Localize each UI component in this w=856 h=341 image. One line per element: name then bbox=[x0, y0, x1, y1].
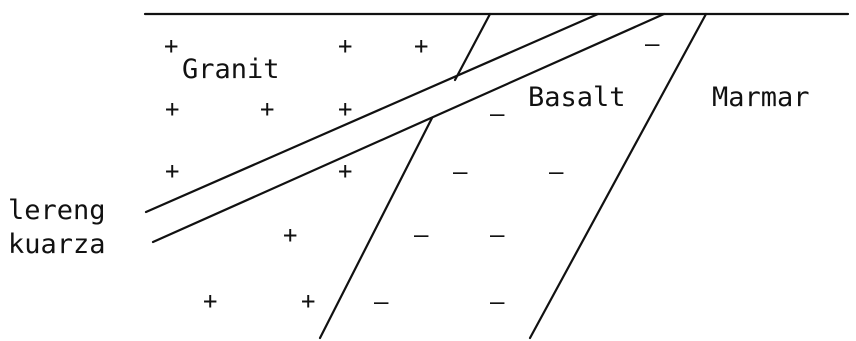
label-kuarza: kuarza bbox=[8, 229, 106, 260]
granit-plus-symbol: + bbox=[164, 32, 178, 60]
label-granit: Granit bbox=[182, 54, 280, 85]
granit-basalt-contact-upper bbox=[453, 12, 492, 82]
granit-basalt-contact-lower bbox=[318, 116, 434, 340]
basalt-dash-symbol: – bbox=[645, 30, 660, 58]
granit-plus-symbol: + bbox=[260, 95, 274, 123]
basalt-dash-symbol: – bbox=[490, 221, 505, 249]
granit-plus-symbol: + bbox=[338, 157, 352, 185]
basalt-dash-symbol: – bbox=[374, 288, 389, 316]
basalt-dash-symbol: – bbox=[453, 158, 468, 186]
granit-plus-symbol: + bbox=[338, 95, 352, 123]
label-lereng: lereng bbox=[8, 195, 106, 226]
granit-plus-symbol: + bbox=[301, 287, 315, 315]
granit-plus-symbol: + bbox=[203, 287, 217, 315]
label-basalt: Basalt bbox=[528, 82, 626, 113]
basalt-dash-symbol: – bbox=[490, 100, 505, 128]
label-marmar: Marmar bbox=[712, 82, 810, 113]
quartz-vein-upper-boundary bbox=[144, 12, 600, 214]
granit-plus-symbol: + bbox=[414, 32, 428, 60]
granit-plus-symbol: + bbox=[165, 157, 179, 185]
basalt-dash-symbol: – bbox=[549, 158, 564, 186]
basalt-dash-symbol: – bbox=[490, 288, 505, 316]
basalt-dash-symbol: – bbox=[414, 221, 429, 249]
granit-plus-symbol: + bbox=[165, 95, 179, 123]
granit-plus-symbol: + bbox=[283, 221, 297, 249]
quartz-vein-lower-boundary bbox=[151, 12, 666, 244]
granit-plus-symbol: + bbox=[338, 32, 352, 60]
basalt-marmar-contact bbox=[528, 12, 708, 340]
